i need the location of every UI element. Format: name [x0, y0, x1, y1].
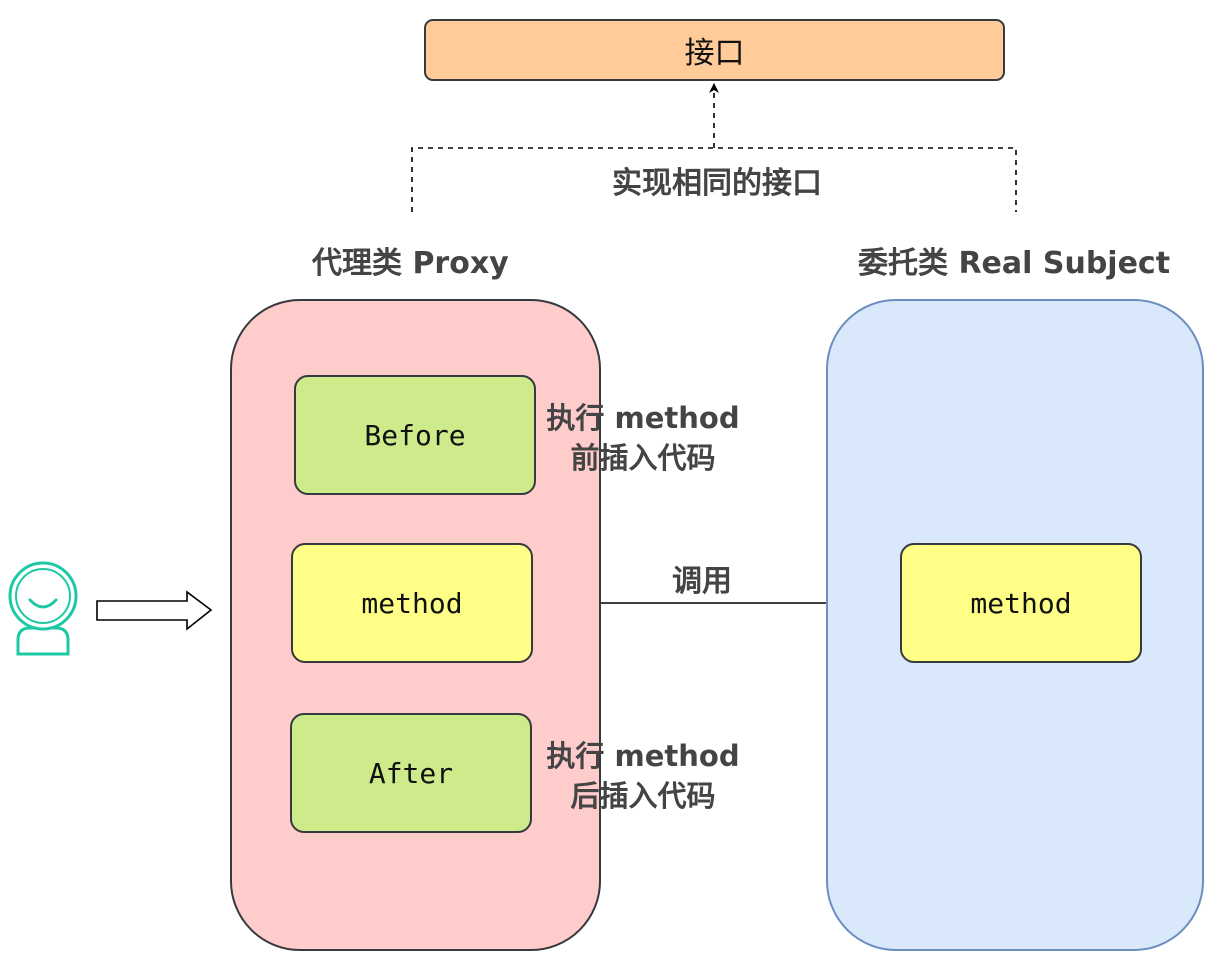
real-method-box: method [900, 543, 1142, 663]
hollow-right-arrow-icon [96, 590, 213, 631]
real-subject-title: 委托类 Real Subject [858, 246, 1171, 281]
after-note-line2: 后插入代码 [570, 779, 716, 813]
after-label: After [368, 756, 454, 790]
implements-bracket [411, 147, 1017, 212]
before-note-line2: 前插入代码 [570, 441, 716, 475]
after-box: After [290, 713, 532, 833]
user-icon [8, 561, 78, 656]
implements-note: 实现相同的接口 [612, 166, 822, 201]
proxy-method-box: method [291, 543, 533, 663]
before-note-line1: 执行 method [546, 401, 740, 435]
interface-box: 接口 [424, 19, 1005, 81]
after-note-line1: 执行 method [546, 739, 740, 773]
after-note: 执行 method 后插入代码 [546, 736, 740, 816]
before-box: Before [294, 375, 536, 495]
before-label: Before [364, 418, 466, 452]
interface-label: 接口 [684, 36, 745, 71]
proxy-title: 代理类 Proxy [312, 246, 509, 281]
call-label: 调用 [672, 564, 732, 599]
before-note: 执行 method 前插入代码 [546, 398, 740, 478]
proxy-method-label: method [361, 586, 463, 620]
real-method-label: method [970, 586, 1072, 620]
